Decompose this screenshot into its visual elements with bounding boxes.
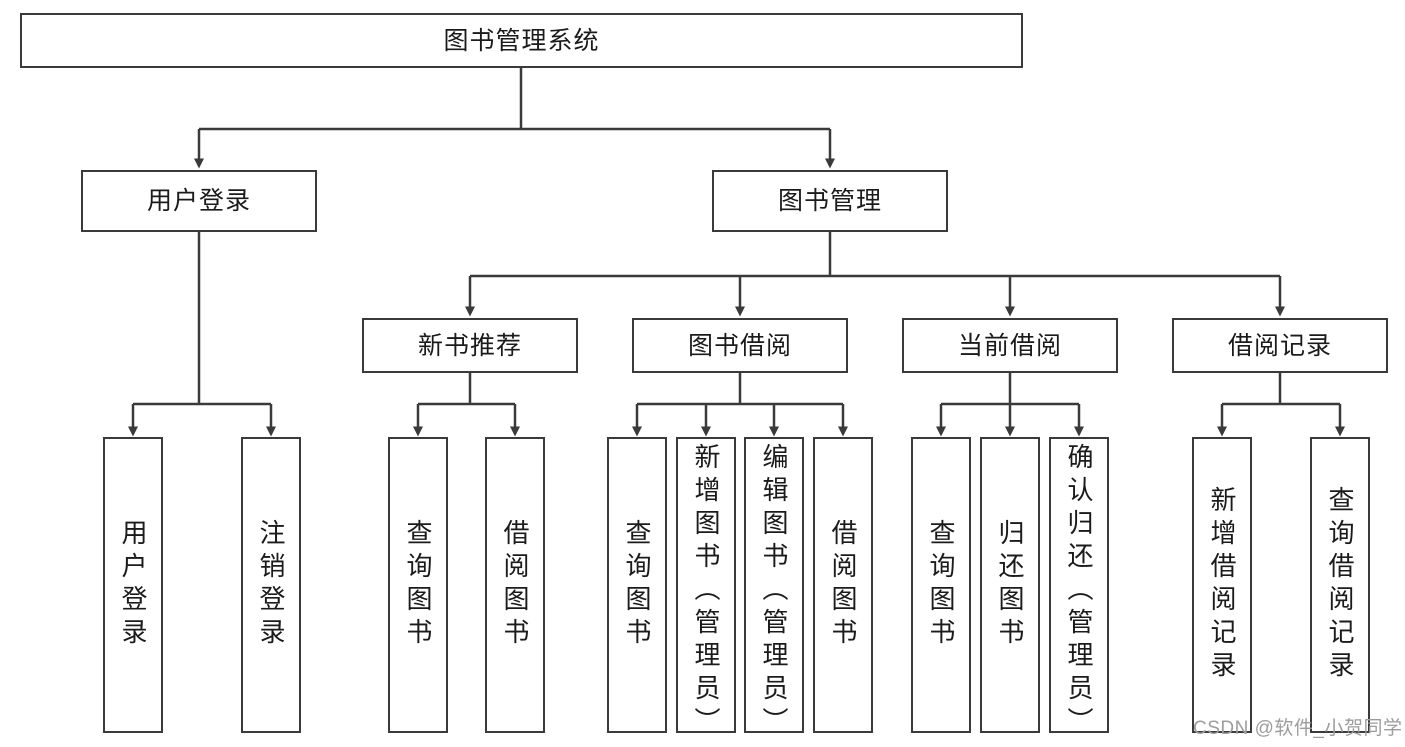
- node-label: 查询图书: [622, 519, 652, 651]
- node-root-system[interactable]: 图书管理系统: [20, 13, 1023, 68]
- node-current-borrow[interactable]: 当前借阅: [902, 318, 1118, 373]
- leaf-new-book-query[interactable]: 查询图书: [388, 437, 448, 733]
- node-label: 编辑图书（管理员）: [759, 443, 789, 740]
- node-new-book-recommend[interactable]: 新书推荐: [362, 318, 578, 373]
- node-label: 新书推荐: [417, 331, 522, 360]
- node-label: 新增借阅记录: [1207, 486, 1237, 684]
- node-label: 借阅记录: [1227, 331, 1332, 360]
- leaf-book-borrow-query[interactable]: 查询图书: [607, 437, 667, 733]
- node-label: 图书管理: [777, 187, 882, 215]
- node-user-login[interactable]: 用户登录: [81, 170, 317, 232]
- node-label: 注销登录: [256, 519, 286, 651]
- leaf-book-borrow-add[interactable]: 新增图书（管理员）: [676, 437, 736, 740]
- node-label: 当前借阅: [957, 331, 1062, 360]
- node-label: 借阅图书: [828, 519, 858, 651]
- node-label: 归还图书: [995, 519, 1025, 651]
- leaf-book-borrow-borrow[interactable]: 借阅图书: [813, 437, 873, 733]
- node-label: 图书借阅: [687, 331, 792, 360]
- leaf-borrow-record-add[interactable]: 新增借阅记录: [1192, 437, 1252, 733]
- node-label: 用户登录: [146, 187, 251, 215]
- leaf-user-login-logout[interactable]: 注销登录: [241, 437, 301, 733]
- leaf-current-borrow-return[interactable]: 归还图书: [980, 437, 1040, 733]
- leaf-new-book-borrow[interactable]: 借阅图书: [485, 437, 545, 733]
- leaf-borrow-record-query[interactable]: 查询借阅记录: [1310, 437, 1370, 733]
- leaf-current-borrow-query[interactable]: 查询图书: [911, 437, 971, 733]
- node-label: 借阅图书: [500, 519, 530, 651]
- node-label: 查询图书: [403, 519, 433, 651]
- node-label: 用户登录: [118, 519, 148, 651]
- leaf-book-borrow-edit[interactable]: 编辑图书（管理员）: [744, 437, 804, 740]
- node-book-management[interactable]: 图书管理: [712, 170, 948, 232]
- node-label: 新增图书（管理员）: [691, 443, 721, 740]
- leaf-user-login-login[interactable]: 用户登录: [103, 437, 163, 733]
- leaf-current-borrow-confirm[interactable]: 确认归还（管理员）: [1049, 437, 1109, 740]
- node-label: 图书管理系统: [443, 26, 600, 55]
- node-label: 查询图书: [926, 519, 956, 651]
- node-book-borrow[interactable]: 图书借阅: [632, 318, 848, 373]
- node-borrow-record[interactable]: 借阅记录: [1172, 318, 1388, 373]
- csdn-watermark: CSDN @软件_小贺同学: [1193, 718, 1403, 739]
- node-label: 查询借阅记录: [1325, 486, 1355, 684]
- node-label: 确认归还（管理员）: [1064, 443, 1094, 740]
